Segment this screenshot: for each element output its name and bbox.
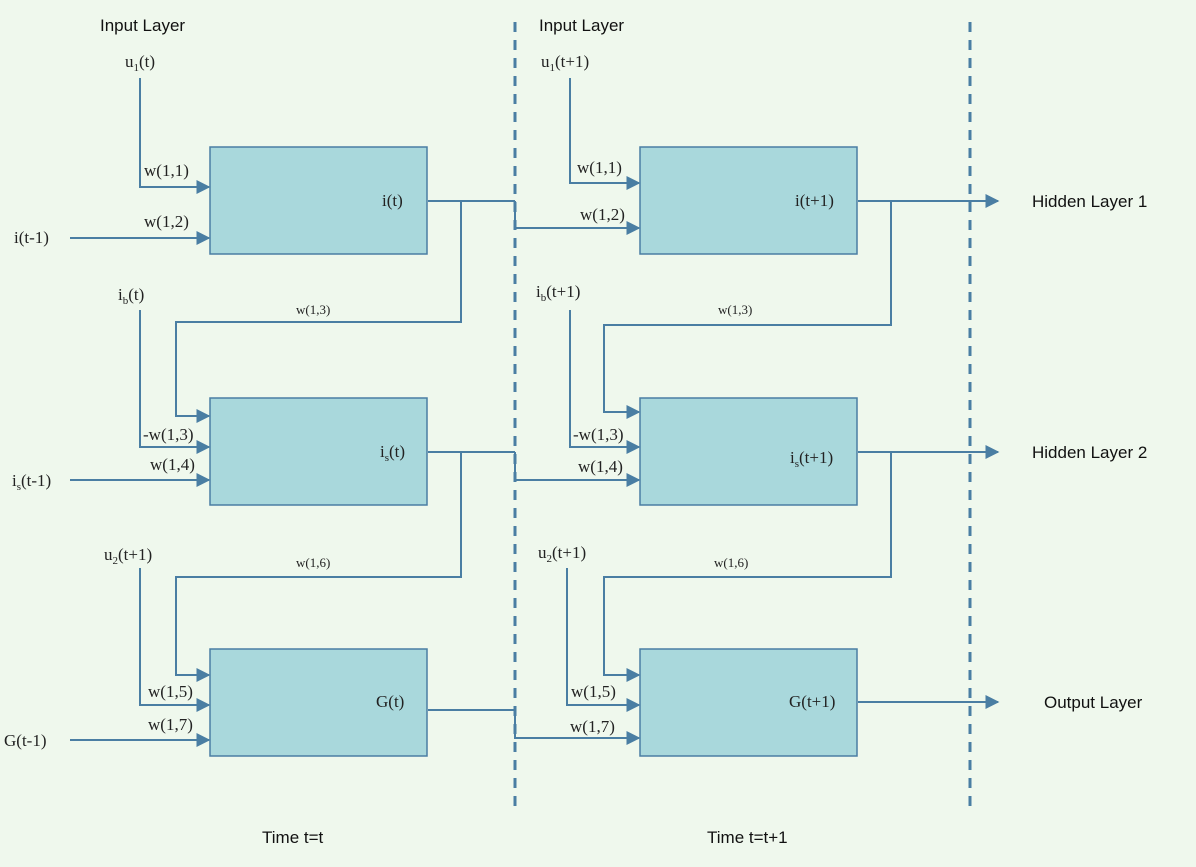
node-i-t1 bbox=[639, 146, 858, 255]
output-hidden-layer-1: Hidden Layer 1 bbox=[1032, 192, 1147, 211]
weight-w11-t: w(1,1) bbox=[144, 161, 189, 180]
wire-u2-t bbox=[139, 568, 211, 712]
wire-w16-t1 bbox=[603, 452, 892, 682]
label-ib-t: ib(t) bbox=[118, 285, 144, 307]
node-i-t bbox=[209, 146, 428, 255]
label-u1-t: u1(t) bbox=[125, 52, 155, 74]
node-label-is-t: is(t) bbox=[380, 442, 405, 464]
weight-w13-t: w(1,3) bbox=[296, 302, 330, 317]
wire-u1-t1 bbox=[569, 78, 641, 190]
weight-w14-t: w(1,4) bbox=[150, 455, 195, 474]
weight-w15-t: w(1,5) bbox=[148, 682, 193, 701]
label-i-prev: i(t-1) bbox=[14, 228, 49, 247]
node-label-i-t1: i(t+1) bbox=[795, 191, 834, 210]
footer-time-t1: Time t=t+1 bbox=[707, 828, 788, 847]
label-u2-t1: u2(t+1) bbox=[538, 543, 586, 565]
weight-mw13-t1: -w(1,3) bbox=[573, 425, 624, 444]
node-g-t bbox=[209, 648, 428, 757]
node-g-t1 bbox=[639, 648, 858, 757]
output-hidden-layer-2: Hidden Layer 2 bbox=[1032, 443, 1147, 462]
block-time-t1: u1(t+1) ib(t+1) u2(t+1) w(1,1) w(1,2) w(… bbox=[514, 52, 1000, 757]
wire-i-t-to-t1 bbox=[514, 201, 641, 235]
weight-w12-t: w(1,2) bbox=[144, 212, 189, 231]
weight-w16-t: w(1,6) bbox=[296, 555, 330, 570]
footer-time-t: Time t=t bbox=[262, 828, 324, 847]
wire-w13-t bbox=[175, 201, 462, 423]
wire-ib-t1 bbox=[569, 310, 641, 454]
wire-g-t-to-t1 bbox=[514, 710, 641, 745]
label-ib-t1: ib(t+1) bbox=[536, 282, 580, 304]
weight-w16-t1: w(1,6) bbox=[714, 555, 748, 570]
header-input-layer-t1: Input Layer bbox=[539, 16, 624, 35]
output-output-layer: Output Layer bbox=[1044, 693, 1143, 712]
label-u1-t1: u1(t+1) bbox=[541, 52, 589, 74]
weight-w12-t1: w(1,2) bbox=[580, 205, 625, 224]
wire-is-t-to-t1 bbox=[514, 452, 641, 487]
weight-w17-t: w(1,7) bbox=[148, 715, 193, 734]
wire-w16-t bbox=[175, 452, 462, 682]
wire-u1-t bbox=[139, 78, 211, 194]
label-g-prev: G(t-1) bbox=[4, 731, 46, 750]
weight-w11-t1: w(1,1) bbox=[577, 158, 622, 177]
weight-w14-t1: w(1,4) bbox=[578, 457, 623, 476]
wire-ib-t bbox=[139, 310, 211, 454]
wire-u2-t1 bbox=[566, 568, 641, 712]
wire-w13-t1 bbox=[603, 201, 892, 419]
weight-mw13-t: -w(1,3) bbox=[143, 425, 194, 444]
node-is-t1 bbox=[639, 397, 858, 506]
node-label-g-t1: G(t+1) bbox=[789, 692, 835, 711]
node-label-g-t: G(t) bbox=[376, 692, 404, 711]
weight-w13-t1: w(1,3) bbox=[718, 302, 752, 317]
weight-w17-t1: w(1,7) bbox=[570, 717, 615, 736]
block-time-t: u1(t) i(t-1) ib(t) is(t-1) u2(t+1) G(t-1… bbox=[4, 52, 515, 757]
node-is-t bbox=[209, 397, 428, 506]
label-u2-t: u2(t+1) bbox=[104, 545, 152, 567]
node-label-i-t: i(t) bbox=[382, 191, 403, 210]
header-input-layer-t: Input Layer bbox=[100, 16, 185, 35]
node-label-is-t1: is(t+1) bbox=[790, 448, 833, 470]
label-is-prev: is(t-1) bbox=[12, 471, 51, 493]
weight-w15-t1: w(1,5) bbox=[571, 682, 616, 701]
